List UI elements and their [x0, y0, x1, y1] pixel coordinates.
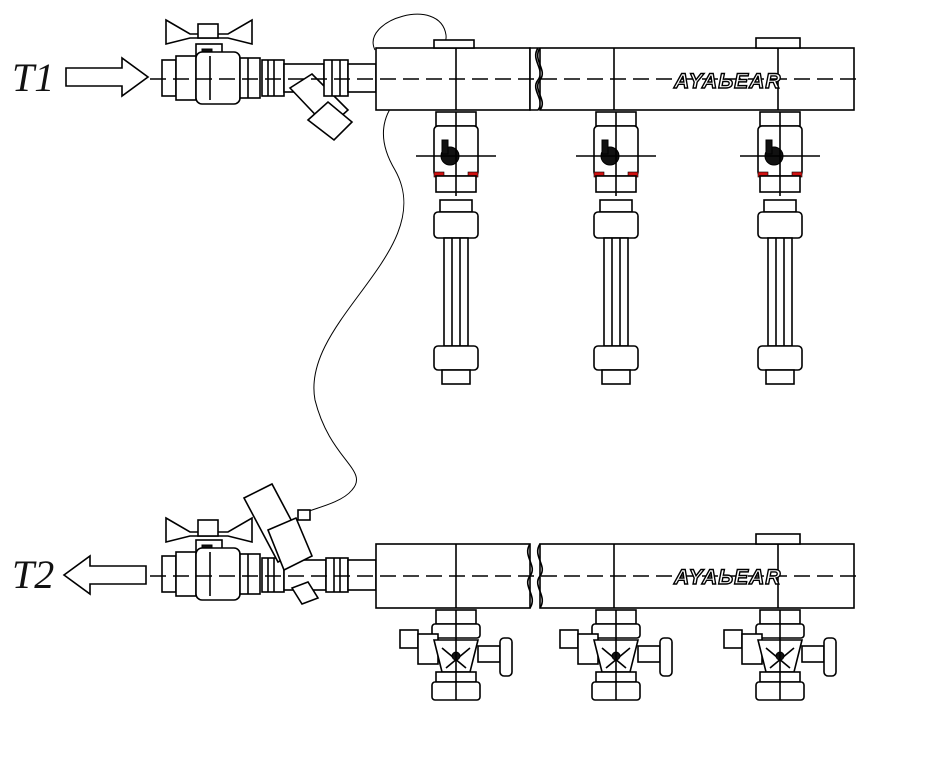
- return-outlet-2: [559, 609, 673, 701]
- return-label: T2: [12, 552, 55, 597]
- supply-outlet-1: [416, 111, 496, 385]
- supply-outlet-2: [576, 111, 656, 385]
- arrow-left-icon: [62, 554, 147, 596]
- arrow-right-icon: [65, 56, 150, 98]
- supply-bar: AYAЬEAR: [150, 37, 860, 111]
- supply-ball-valve: [161, 18, 261, 105]
- return-ball-valve: [161, 516, 261, 601]
- return-balancing-valve: [242, 482, 377, 605]
- brand-logo-top: AYAЬEAR: [673, 70, 781, 93]
- supply-strainer: [261, 59, 377, 142]
- return-outlets: [399, 609, 837, 701]
- brand-logo-bottom: AYAЬEAR: [673, 566, 781, 589]
- return-bar: AYAЬEAR: [150, 533, 860, 609]
- supply-outlets: [416, 111, 820, 385]
- supply-manifold: AYAЬEAR: [150, 18, 860, 385]
- supply-label: T1: [12, 55, 55, 100]
- return-outlet-3: [723, 609, 837, 701]
- capillary-tube: [299, 13, 447, 516]
- return-manifold: AYAЬEAR: [150, 482, 860, 701]
- return-outlet-1: [399, 609, 513, 701]
- supply-outlet-3: [740, 111, 820, 385]
